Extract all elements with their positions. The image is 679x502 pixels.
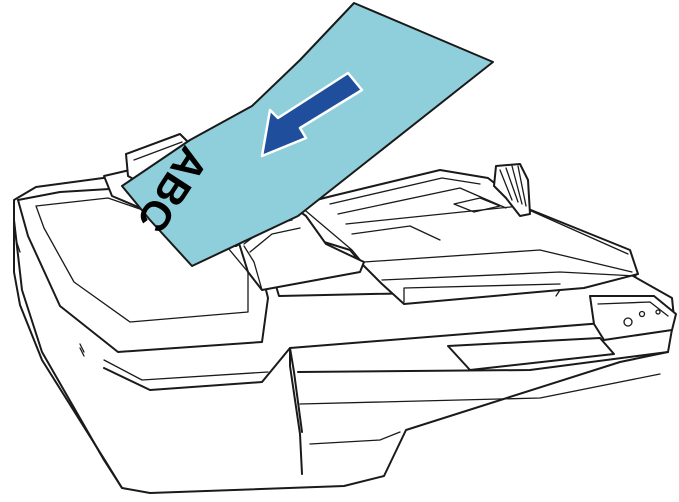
scanner-illustration: ABC: [0, 0, 679, 502]
